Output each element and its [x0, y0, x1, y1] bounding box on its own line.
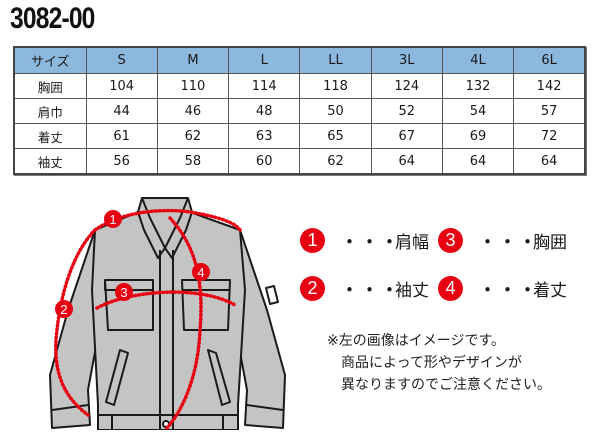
cell: 69: [441, 123, 515, 149]
legend-item-chest: 3 ・・・ 胸囲: [438, 228, 567, 253]
cell: 72: [513, 123, 586, 149]
header-size: M: [156, 46, 230, 74]
table-row: 胸囲 104 110 114 118 124 132 142: [13, 73, 586, 99]
disclaimer-note: ※左の画像はイメージです。 商品によって形やデザインが 異なりますのでご注意くだ…: [327, 330, 551, 396]
cell: 114: [228, 73, 301, 99]
row-label-sleeve: 袖丈: [13, 148, 87, 175]
legend-label: 袖丈: [395, 281, 429, 301]
dots-separator: ・・・: [479, 233, 539, 253]
cell: 58: [156, 148, 230, 175]
product-code-title: 3082-00: [10, 2, 95, 35]
jacket-illustration: 1 2 3 4: [49, 197, 286, 430]
header-size: S: [85, 46, 158, 74]
size-chart-table: サイズ S M L LL 3L 4L 6L 胸囲 104 110 114 118…: [13, 46, 586, 175]
legend-label: 着丈: [533, 281, 567, 301]
cell: 132: [441, 73, 515, 99]
marker-badges: 1 2 3 4: [55, 210, 210, 318]
table-row: 着丈 61 62 63 65 67 69 72: [13, 123, 586, 149]
cell: 142: [513, 73, 586, 99]
table-row: 袖丈 56 58 60 62 64 64 64: [13, 148, 586, 175]
header-size: 4L: [441, 46, 515, 74]
cell: 56: [85, 148, 158, 175]
cell: 64: [441, 148, 515, 175]
marker-3-icon: 3: [438, 228, 463, 253]
legend-item-shoulder: 1 ・・・ 肩幅: [300, 228, 429, 253]
cell: 62: [299, 148, 372, 175]
header-size: L: [228, 46, 301, 74]
cell: 44: [85, 98, 158, 124]
legend-item-sleeve: 2 ・・・ 袖丈: [300, 276, 429, 301]
svg-text:4: 4: [197, 265, 204, 280]
svg-text:1: 1: [109, 212, 116, 227]
header-size: LL: [299, 46, 372, 74]
note-line: 異なりますのでご注意ください。: [341, 377, 551, 393]
dots-separator: ・・・: [341, 233, 401, 253]
cell: 118: [299, 73, 372, 99]
dots-separator: ・・・: [341, 281, 401, 301]
cell: 62: [156, 123, 230, 149]
cell: 52: [370, 98, 443, 124]
cell: 46: [156, 98, 230, 124]
legend-item-length: 4 ・・・ 着丈: [438, 276, 567, 301]
cell: 64: [513, 148, 586, 175]
note-line: 商品によって形やデザインが: [341, 355, 522, 371]
header-size: 3L: [370, 46, 443, 74]
dots-separator: ・・・: [479, 281, 539, 301]
cell: 104: [85, 73, 158, 99]
cell: 65: [299, 123, 372, 149]
row-label-shoulder: 肩巾: [13, 98, 87, 124]
svg-text:3: 3: [120, 285, 127, 300]
note-line: ※左の画像はイメージです。: [327, 333, 506, 349]
cell: 67: [370, 123, 443, 149]
cell: 124: [370, 73, 443, 99]
header-size-label: サイズ: [13, 46, 87, 74]
cell: 63: [228, 123, 301, 149]
svg-text:2: 2: [60, 302, 67, 317]
cell: 48: [228, 98, 301, 124]
legend-label: 胸囲: [533, 233, 567, 253]
header-size: 6L: [513, 46, 586, 74]
row-label-chest: 胸囲: [13, 73, 87, 99]
legend-label: 肩幅: [395, 233, 429, 253]
cell: 54: [441, 98, 515, 124]
cell: 110: [156, 73, 230, 99]
table-row: 肩巾 44 46 48 50 52 54 57: [13, 98, 586, 124]
cell: 60: [228, 148, 301, 175]
marker-1-icon: 1: [300, 228, 325, 253]
table-header-row: サイズ S M L LL 3L 4L 6L: [13, 46, 586, 74]
cell: 50: [299, 98, 372, 124]
cell: 64: [370, 148, 443, 175]
marker-2-icon: 2: [300, 276, 325, 301]
marker-4-icon: 4: [438, 276, 463, 301]
cell: 57: [513, 98, 586, 124]
row-label-length: 着丈: [13, 123, 87, 149]
cell: 61: [85, 123, 158, 149]
